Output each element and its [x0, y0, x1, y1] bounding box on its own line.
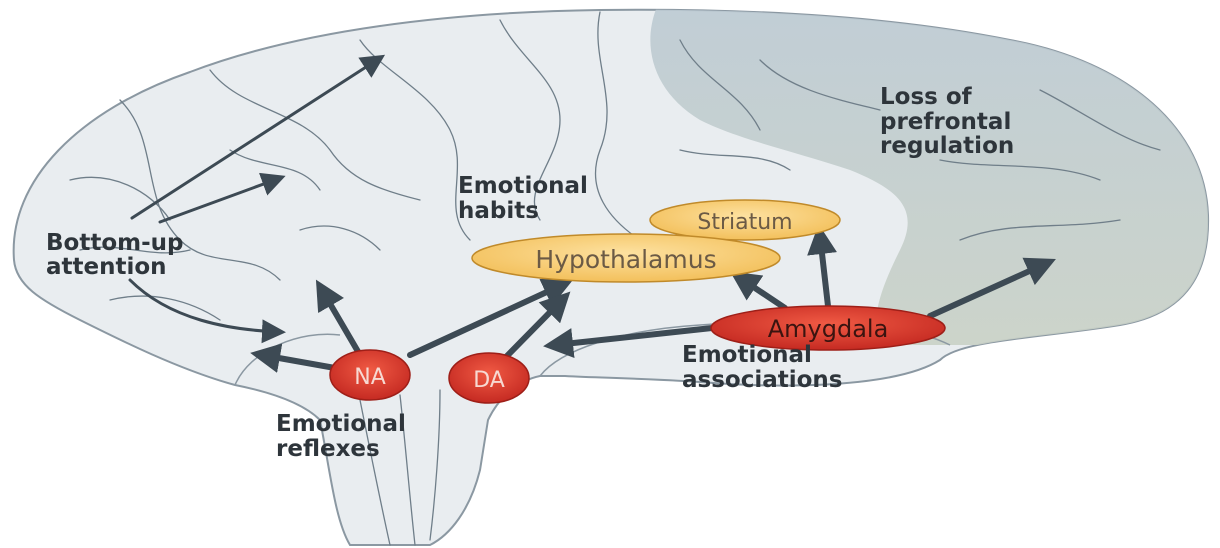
habits-line2: habits: [458, 198, 539, 224]
reflex-line1: Emotional: [276, 411, 406, 437]
assoc-line1: Emotional: [682, 342, 812, 368]
na-label: NA: [354, 365, 386, 390]
hypothalamus-label: Hypothalamus: [535, 245, 716, 274]
reflex-line2: reflexes: [276, 436, 380, 462]
da-label: DA: [473, 368, 505, 393]
loss-line3: regulation: [880, 133, 1014, 159]
bottom-line1: Bottom-up: [46, 230, 183, 256]
striatum-label: Striatum: [697, 210, 792, 235]
node-da: DA: [449, 353, 529, 403]
node-striatum: Striatum: [650, 200, 840, 240]
loss-line1: Loss of: [880, 84, 973, 110]
label-bottom-up-attention: Bottom-up attention: [46, 230, 183, 280]
habits-line1: Emotional: [458, 173, 588, 199]
amygdala-label: Amygdala: [768, 315, 889, 343]
node-na: NA: [330, 350, 410, 400]
assoc-line2: associations: [682, 367, 842, 393]
node-hypothalamus: Hypothalamus: [472, 234, 780, 282]
loss-line2: prefrontal: [880, 109, 1011, 135]
bottom-line2: attention: [46, 254, 167, 280]
